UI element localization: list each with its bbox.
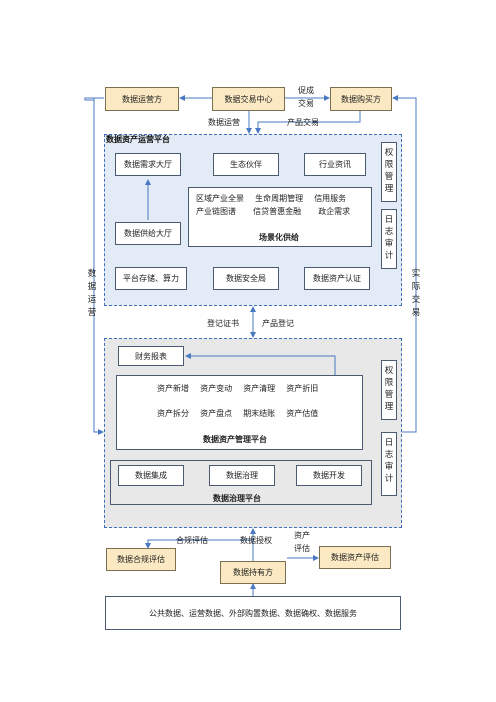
asset-item: 资产新增 <box>157 384 189 393</box>
asset-log-audit-box: 日志审计 <box>381 432 397 496</box>
product-trade-label: 产品交易 <box>287 118 319 127</box>
scenario-title: 场景化供给 <box>259 233 299 242</box>
promote-label-1: 促成 <box>298 86 314 95</box>
data-integration-box: 数据集成 <box>118 465 184 486</box>
data-exchange-center-box: 数据交易中心 <box>212 87 285 111</box>
financial-report-box: 财务报表 <box>118 346 184 366</box>
ops-log-audit-box: 日志审计 <box>381 209 397 269</box>
asset-item: 资产估值 <box>286 409 319 418</box>
asset-platform-title: 数据资产管理平台 <box>203 435 267 444</box>
scenario-item: 产业链图谱 <box>196 207 236 216</box>
data-governance-box: 数据治理 <box>209 465 275 486</box>
scenario-row-1: 区域产业全景 生命周期管理 信用服务 <box>196 193 346 204</box>
ops-platform-title: 数据资产运营平台 <box>106 135 170 144</box>
data-buyer-box: 数据购买方 <box>330 87 392 111</box>
scenario-row-2: 产业链图谱 信贷普惠金融 政企需求 <box>196 206 350 217</box>
ecosystem-partners-box: 生态伙伴 <box>213 153 279 176</box>
scenario-item: 生命周期管理 <box>255 194 304 203</box>
scenario-supply-box: 区域产业全景 生命周期管理 信用服务 产业链图谱 信贷普惠金融 政企需求 场景化… <box>188 187 372 247</box>
asset-management-box: 资产新增 资产变动 资产清理 资产折旧 资产拆分 资产盘点 期末结账 资产估值 … <box>116 375 363 450</box>
data-sources-box: 公共数据、运营数据、外部购置数据、数据确权、数据服务 <box>105 596 401 630</box>
demand-hall-box: 数据需求大厅 <box>115 153 181 176</box>
storage-compute-box: 平台存储、算力 <box>115 267 187 290</box>
data-holder-box: 数据持有方 <box>220 561 286 584</box>
asset-certification-box: 数据资产认证 <box>304 267 370 290</box>
asset-item: 资产盘点 <box>200 409 233 418</box>
compliance-eval-box: 数据合规评估 <box>106 548 176 571</box>
industry-info-box: 行业资讯 <box>304 153 366 176</box>
scenario-item: 区域产业全景 <box>196 194 244 203</box>
right-actual-trade-label: 实际交易 <box>411 269 421 318</box>
data-operator-box: 数据运营方 <box>105 87 179 111</box>
data-operations-label: 数据运营 <box>208 118 240 127</box>
data-security-box: 数据安全局 <box>213 267 279 290</box>
scenario-item: 政企需求 <box>318 207 351 216</box>
asset-permission-mgmt-box: 权限管理 <box>381 360 397 420</box>
asset-item: 资产清理 <box>243 384 276 393</box>
scenario-item: 信贷普惠金融 <box>253 207 302 216</box>
asset-item: 期末结账 <box>243 409 276 418</box>
asset-row-1: 资产新增 资产变动 资产清理 资产折旧 <box>157 383 318 394</box>
data-development-box: 数据开发 <box>296 465 362 486</box>
scenario-item: 信用服务 <box>314 194 347 203</box>
asset-item: 资产折旧 <box>286 384 319 393</box>
data-auth-label: 数据授权 <box>240 536 272 545</box>
product-register-label: 产品登记 <box>262 319 294 328</box>
asset-item: 资产变动 <box>200 384 233 393</box>
asset-item: 资产拆分 <box>157 409 189 418</box>
supply-hall-box: 数据供给大厅 <box>115 222 181 245</box>
compliance-eval-label: 合规评估 <box>176 536 208 545</box>
asset-eval-box: 数据资产评估 <box>319 546 391 569</box>
asset-eval-label-2: 评估 <box>294 544 310 553</box>
asset-eval-label-1: 资产 <box>294 531 310 540</box>
register-cert-label: 登记证书 <box>207 319 239 328</box>
ops-permission-mgmt-box: 权限管理 <box>381 142 397 202</box>
left-data-operations-label: 数据运营 <box>87 269 97 318</box>
promote-label-2: 交易 <box>298 99 314 108</box>
governance-platform-title: 数据治理平台 <box>213 494 261 503</box>
asset-row-2: 资产拆分 资产盘点 期末结账 资产估值 <box>157 408 318 419</box>
